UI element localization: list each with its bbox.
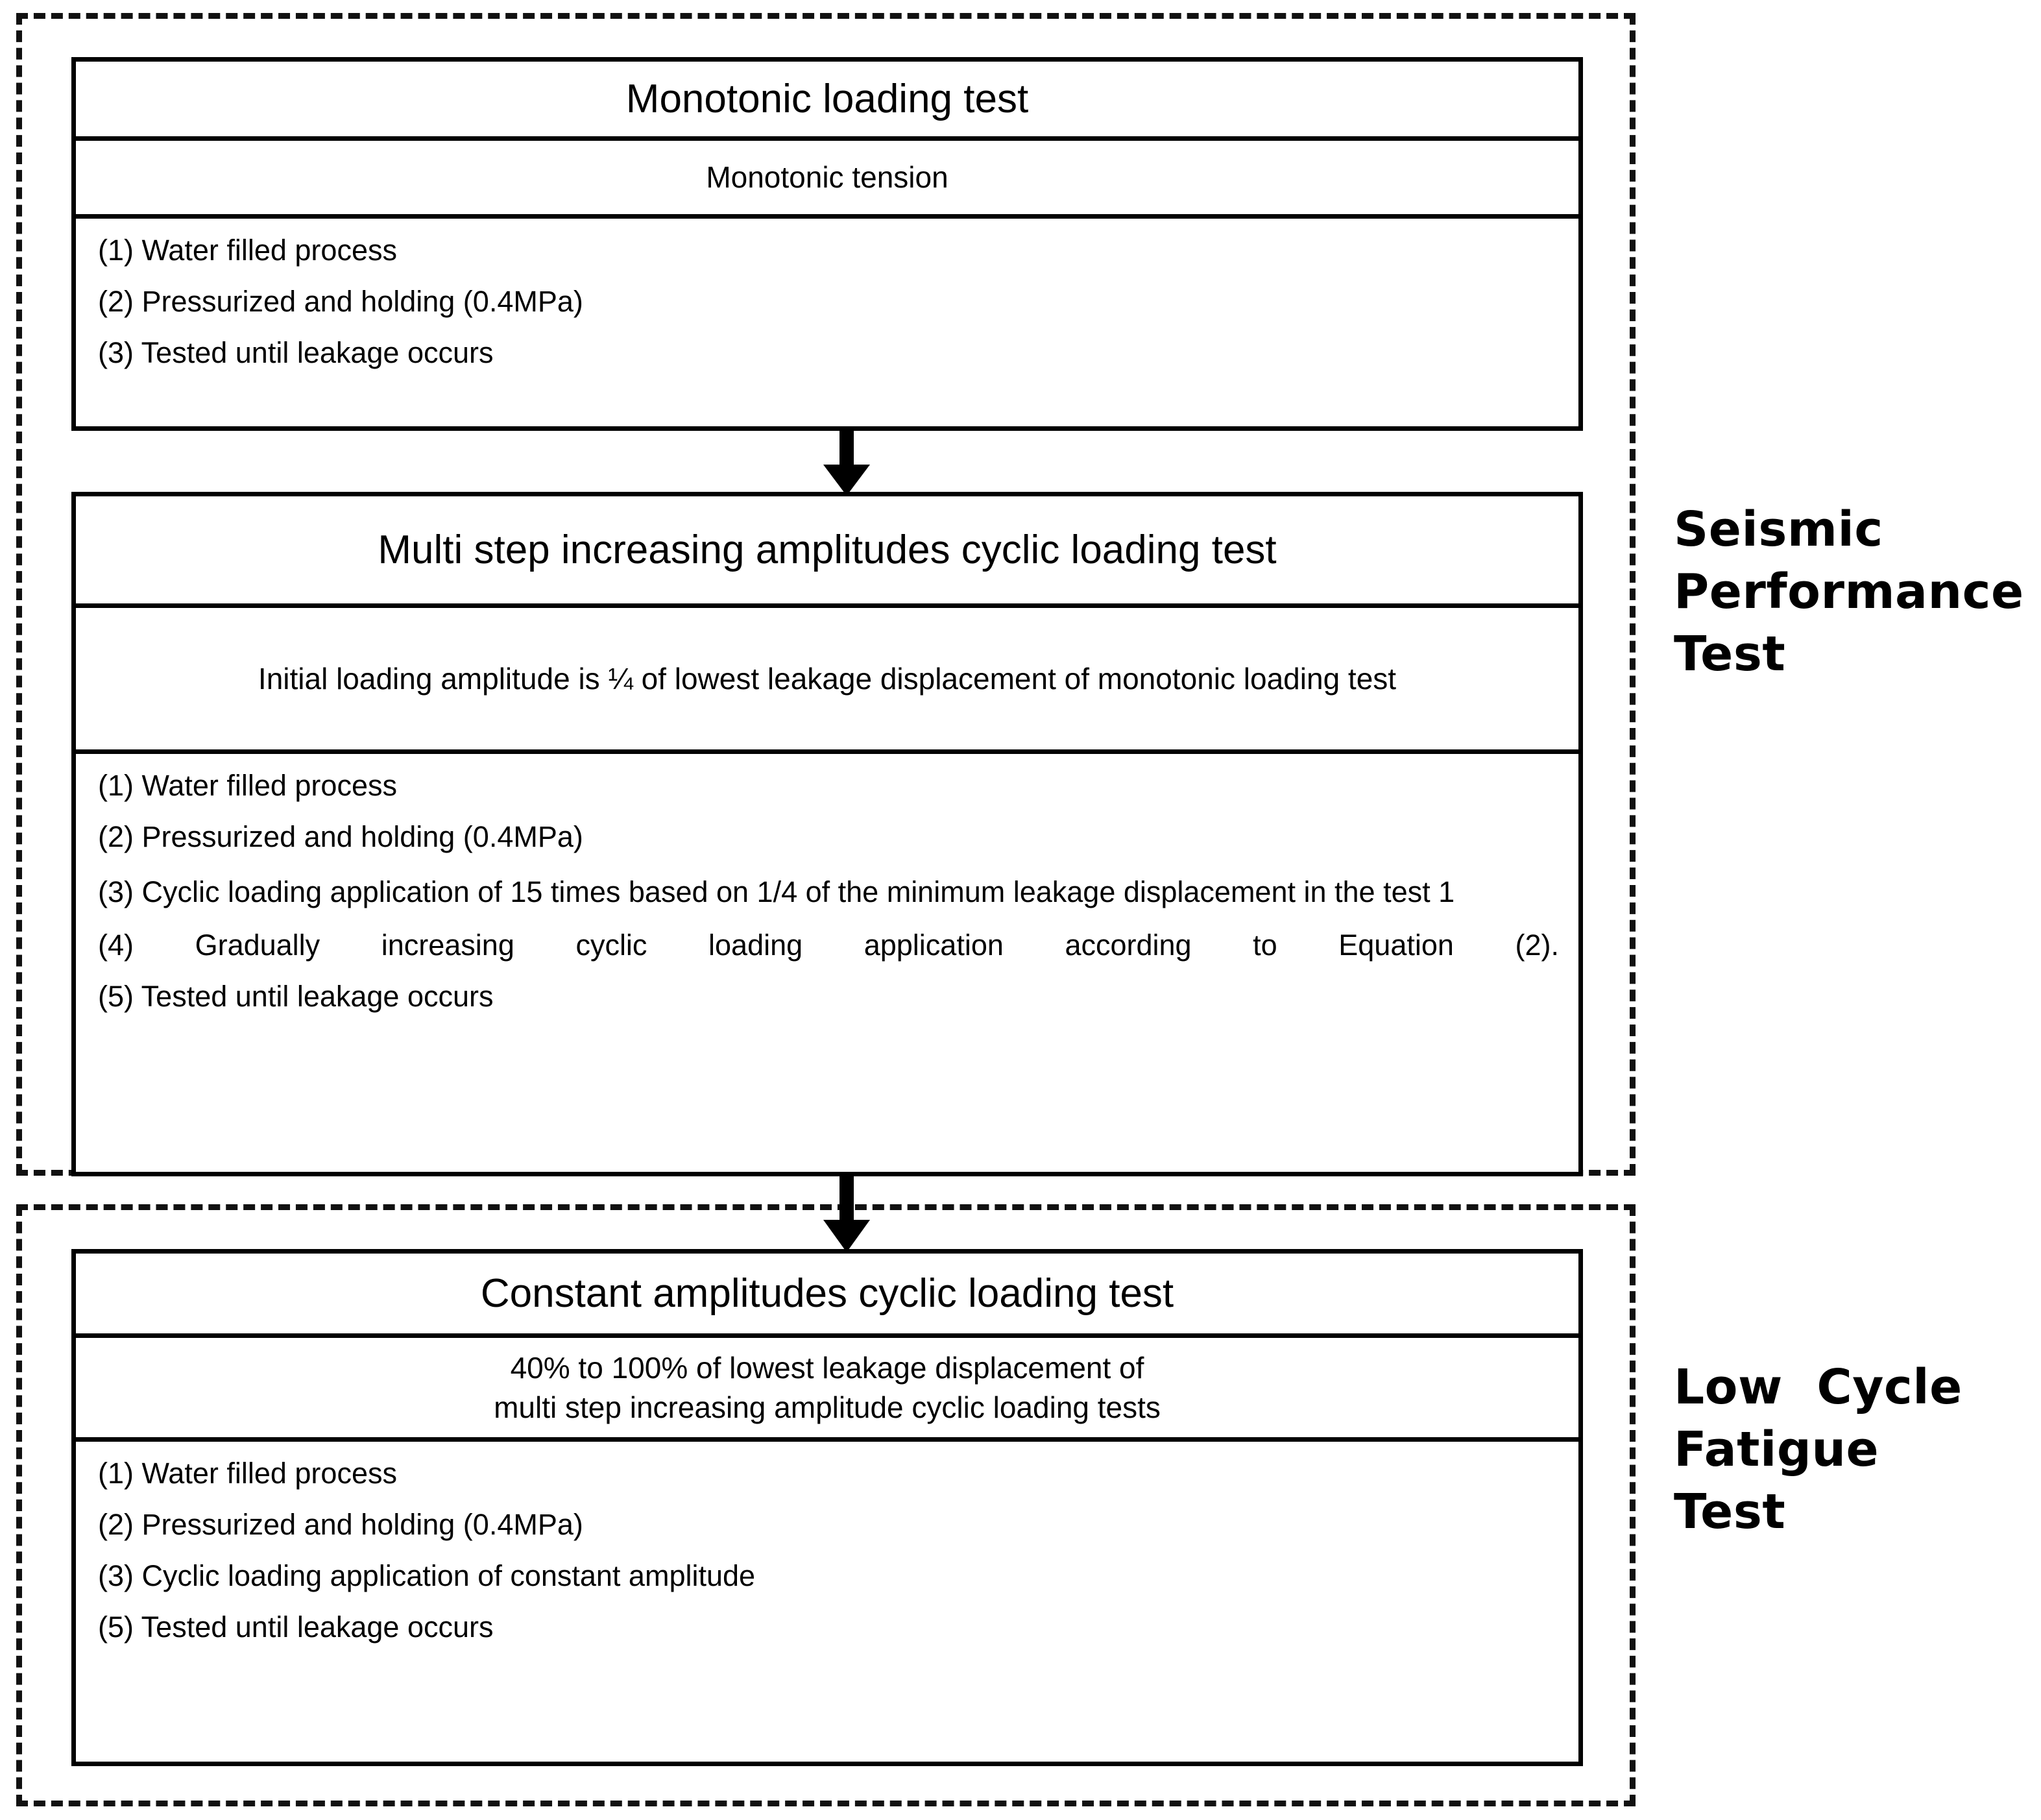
box-steps-row: (1) Water filled process (2) Pressurized… bbox=[76, 754, 1578, 1172]
step-item: (4) Gradually increasing cyclic loading … bbox=[98, 928, 1559, 962]
box-title-row: Monotonic loading test bbox=[76, 62, 1578, 141]
box-subtitle-row: 40% to 100% of lowest leakage displaceme… bbox=[76, 1338, 1578, 1442]
step-item: (3) Tested until leakage occurs bbox=[98, 336, 494, 369]
test-box-monotonic-loading: Monotonic loading test Monotonic tension… bbox=[71, 57, 1583, 431]
group-label-line: Low Cycle bbox=[1674, 1359, 1962, 1415]
box-subtitle-initial-loading-amplitude: Initial loading amplitude is ¼ of lowest… bbox=[258, 661, 1397, 696]
step-item: (5) Tested until leakage occurs bbox=[98, 1610, 494, 1644]
step-item: (1) Water filled process bbox=[98, 1457, 397, 1490]
group-label-line: Test bbox=[1674, 626, 1786, 683]
step-item: (1) Water filled process bbox=[98, 769, 397, 802]
group-label-line: Seismic bbox=[1674, 502, 1883, 557]
box-title-monotonic-loading-test: Monotonic loading test bbox=[625, 76, 1029, 121]
step-item: (3) Cyclic loading application of 15 tim… bbox=[98, 875, 1455, 908]
box-subtitle-row: Initial loading amplitude is ¼ of lowest… bbox=[76, 608, 1578, 754]
group-region-low-cycle-fatigue-test bbox=[16, 1204, 1636, 1806]
group-label-low-cycle-fatigue-test: Low Cycle Fatigue Test bbox=[1674, 1356, 2024, 1544]
test-box-constant-amplitudes-cyclic-loading: Constant amplitudes cyclic loading test … bbox=[71, 1249, 1583, 1766]
box-subtitle-row: Monotonic tension bbox=[76, 141, 1578, 219]
step-item: (2) Pressurized and holding (0.4MPa) bbox=[98, 285, 583, 318]
box-title-multi-step-increasing-amplitudes-cyclic-loading-test: Multi step increasing amplitudes cyclic … bbox=[378, 527, 1277, 572]
step-item: (3) Cyclic loading application of consta… bbox=[98, 1559, 756, 1592]
group-label-line: Performance bbox=[1674, 564, 2024, 620]
step-item: (1) Water filled process bbox=[98, 234, 397, 267]
box-subtitle-monotonic-tension: Monotonic tension bbox=[706, 160, 948, 195]
box-steps-row: (1) Water filled process (2) Pressurized… bbox=[76, 219, 1578, 426]
box-title-row: Multi step increasing amplitudes cyclic … bbox=[76, 496, 1578, 608]
box-title-row: Constant amplitudes cyclic loading test bbox=[76, 1254, 1578, 1338]
group-label-line: Fatigue bbox=[1674, 1422, 1879, 1478]
box-subtitle-line-1: 40% to 100% of lowest leakage displaceme… bbox=[510, 1350, 1144, 1385]
group-label-line: Test bbox=[1674, 1484, 1786, 1540]
box-title-constant-amplitudes-cyclic-loading-test: Constant amplitudes cyclic loading test bbox=[480, 1270, 1174, 1316]
box-subtitle-percentage-range: 40% to 100% of lowest leakage displaceme… bbox=[468, 1348, 1187, 1427]
step-item: (5) Tested until leakage occurs bbox=[98, 979, 494, 1013]
box-steps-row: (1) Water filled process (2) Pressurized… bbox=[76, 1442, 1578, 1762]
group-label-seismic-performance-test: Seismic Performance Test bbox=[1674, 498, 2024, 686]
step-item: (2) Pressurized and holding (0.4MPa) bbox=[98, 1508, 583, 1541]
step-item: (2) Pressurized and holding (0.4MPa) bbox=[98, 820, 583, 853]
test-box-multi-step-increasing-amplitudes-cyclic-loading: Multi step increasing amplitudes cyclic … bbox=[71, 492, 1583, 1176]
arrow-down-multistep-to-constant bbox=[808, 1173, 886, 1252]
box-subtitle-line-2: multi step increasing amplitude cyclic l… bbox=[494, 1390, 1161, 1424]
arrow-down-monotonic-to-multistep bbox=[808, 427, 886, 496]
